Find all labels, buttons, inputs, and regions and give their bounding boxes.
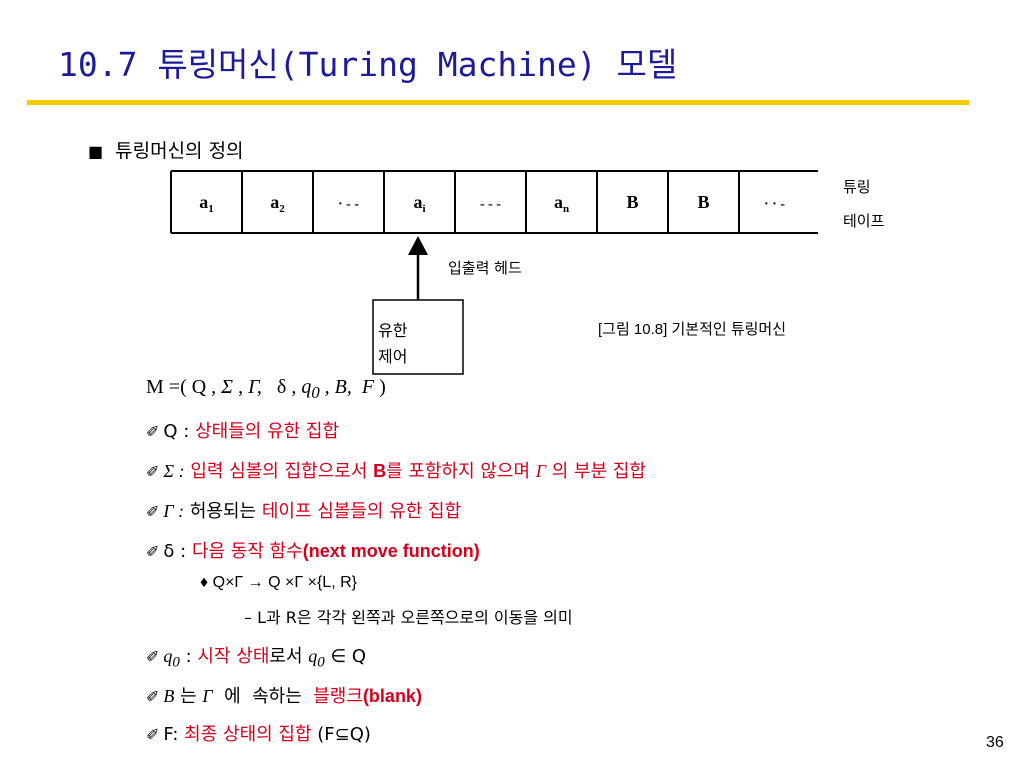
item-bold: (blank) — [362, 686, 422, 706]
item-symbol: Σ : — [163, 461, 185, 481]
tape-cell-symbol: B — [626, 192, 638, 212]
tuple-prefix: M =( Q , — [146, 376, 222, 398]
page-number: 36 — [986, 734, 1004, 751]
head-label: 입출력 헤드 — [448, 259, 522, 277]
turing-tape-diagram: a1 a2 · - - ai - - - an B B · · - — [170, 170, 818, 375]
item-symbol: q — [163, 646, 173, 666]
pencil-bullet-icon: ✐ — [146, 422, 160, 441]
item-plain: 로서 — [269, 646, 309, 667]
tuple-sigma: Σ — [221, 376, 234, 398]
tape-cells: a1 a2 · - - ai - - - an B B · · - — [170, 171, 785, 233]
def-item-gamma: ✐Γ : 허용되는 테이프 심볼들의 유한 집합 — [146, 497, 461, 523]
tape-cell-symbol: a2 — [270, 192, 285, 215]
item-symbol: Q : — [163, 421, 190, 442]
item-symbol: Γ : — [163, 501, 185, 521]
item-text: 입력 심볼의 집합으로서 — [190, 461, 374, 482]
tape-cell-symbol: · - - — [338, 197, 359, 212]
item-plain: 허용되는 — [189, 501, 262, 522]
tape-cell-subscript: n — [563, 203, 569, 215]
def-item-sigma: ✐Σ : 입력 심볼의 집합으로서 B를 포함하지 않으며 Γ 의 부분 집합 — [146, 457, 646, 483]
tape-cell-subscript: 1 — [208, 203, 214, 215]
tuple-rest: , B, F — [319, 376, 375, 398]
pencil-bullet-icon: ✐ — [146, 542, 160, 561]
def-item-q0: ✐q0 : 시작 상태로서 q0 ∈ Q — [146, 642, 366, 672]
delta-formula: ♦ Q×Γ → Q ×Γ ×{L, R} — [200, 574, 357, 592]
tape-cell-symbol: · · - — [764, 197, 785, 212]
item-text: 다음 동작 함수 — [191, 541, 303, 562]
item-red: 시작 상태 — [197, 646, 270, 667]
tape-label-line2: 테이프 — [843, 212, 885, 230]
item-gamma: Γ — [202, 686, 213, 706]
tape-label-line1: 튜링 — [843, 178, 871, 196]
item-plain: (F⊆Q) — [311, 724, 371, 745]
lr-meaning: – L과 R은 각각 왼쪽과 오른쪽으로의 이동을 의미 — [244, 608, 573, 627]
head-arrow-icon — [408, 236, 428, 255]
item-text: 상태들의 유한 집합 — [195, 421, 340, 442]
tuple-sep: , — [233, 376, 249, 398]
item-bold: (next move function) — [302, 541, 480, 561]
tuple-gamma: Γ, — [248, 376, 262, 398]
pencil-bullet-icon: ✐ — [146, 647, 160, 666]
def-item-delta: ✐δ : 다음 동작 함수(next move function) — [146, 537, 480, 563]
tape-cell-symbol: an — [554, 192, 569, 215]
def-item-f: ✐F: 최종 상태의 집합 (F⊆Q) — [146, 720, 371, 746]
item-text-2: 를 포함하지 않으며 — [386, 461, 536, 482]
tape-cell-symbol: a1 — [199, 192, 214, 215]
def-item-b: ✐B 는 Γ 에 속하는 블랭크(blank) — [146, 682, 422, 708]
item-symbol: δ : — [163, 541, 187, 562]
finite-control-box — [372, 299, 464, 375]
figure-caption: [그림 10.8] 기본적인 튜링머신 — [598, 321, 787, 338]
tape-cell-symbol: ai — [413, 192, 425, 215]
tuple-close: ) — [374, 376, 386, 398]
tuple-delta: δ , — [261, 376, 302, 398]
delta-formula-text: Q×Γ → Q ×Γ ×{L, R} — [208, 574, 357, 591]
square-bullet-icon: ■ — [88, 142, 104, 161]
tm-tuple: M =( Q , Σ , Γ, δ , q0 , B, F ) — [146, 376, 386, 403]
item-q-sub: 0 — [317, 654, 325, 671]
def-item-q: ✐Q : 상태들의 유한 집합 — [146, 417, 339, 443]
section-heading: ■ 튜링머신의 정의 — [88, 136, 244, 163]
title-underline — [27, 100, 969, 105]
item-symbol: B — [163, 686, 175, 706]
tape-cell-symbol: B — [697, 192, 709, 212]
pencil-bullet-icon: ✐ — [146, 462, 160, 481]
tape-cell-subscript: i — [422, 203, 425, 215]
item-gamma: Γ — [535, 461, 547, 481]
item-symbol-sub: 0 — [172, 654, 180, 671]
pencil-bullet-icon: ✐ — [146, 725, 160, 744]
item-tail: ∈ Q — [324, 646, 367, 667]
section-title: 튜링머신의 정의 — [115, 140, 244, 162]
slide-title: 10.7 튜링머신(Turing Machine) 모델 — [58, 45, 678, 84]
pencil-bullet-icon: ✐ — [146, 502, 160, 521]
diamond-bullet-icon: ♦ — [200, 574, 209, 591]
item-colon: : — [179, 646, 198, 667]
item-symbol: F: — [163, 724, 179, 745]
item-text: 테이프 심볼들의 유한 집합 — [261, 501, 462, 522]
item-plain-2: 에 속하는 — [212, 686, 314, 707]
item-text-3: 의 부분 집합 — [546, 461, 646, 482]
pencil-bullet-icon: ✐ — [146, 687, 160, 706]
item-plain-1: 는 — [174, 686, 203, 707]
tuple-q: q — [301, 376, 312, 398]
item-bold: B — [373, 461, 387, 481]
tape-cell-subscript: 2 — [279, 203, 285, 215]
control-label-line2: 제어 — [378, 347, 408, 366]
item-q: q — [308, 646, 318, 666]
tuple-q-sub: 0 — [311, 383, 320, 402]
item-red: 최종 상태의 집합 — [184, 724, 312, 745]
item-red: 블랭크 — [313, 686, 363, 707]
tape-cell-symbol: - - - — [480, 197, 501, 212]
control-label-line1: 유한 — [378, 321, 408, 340]
